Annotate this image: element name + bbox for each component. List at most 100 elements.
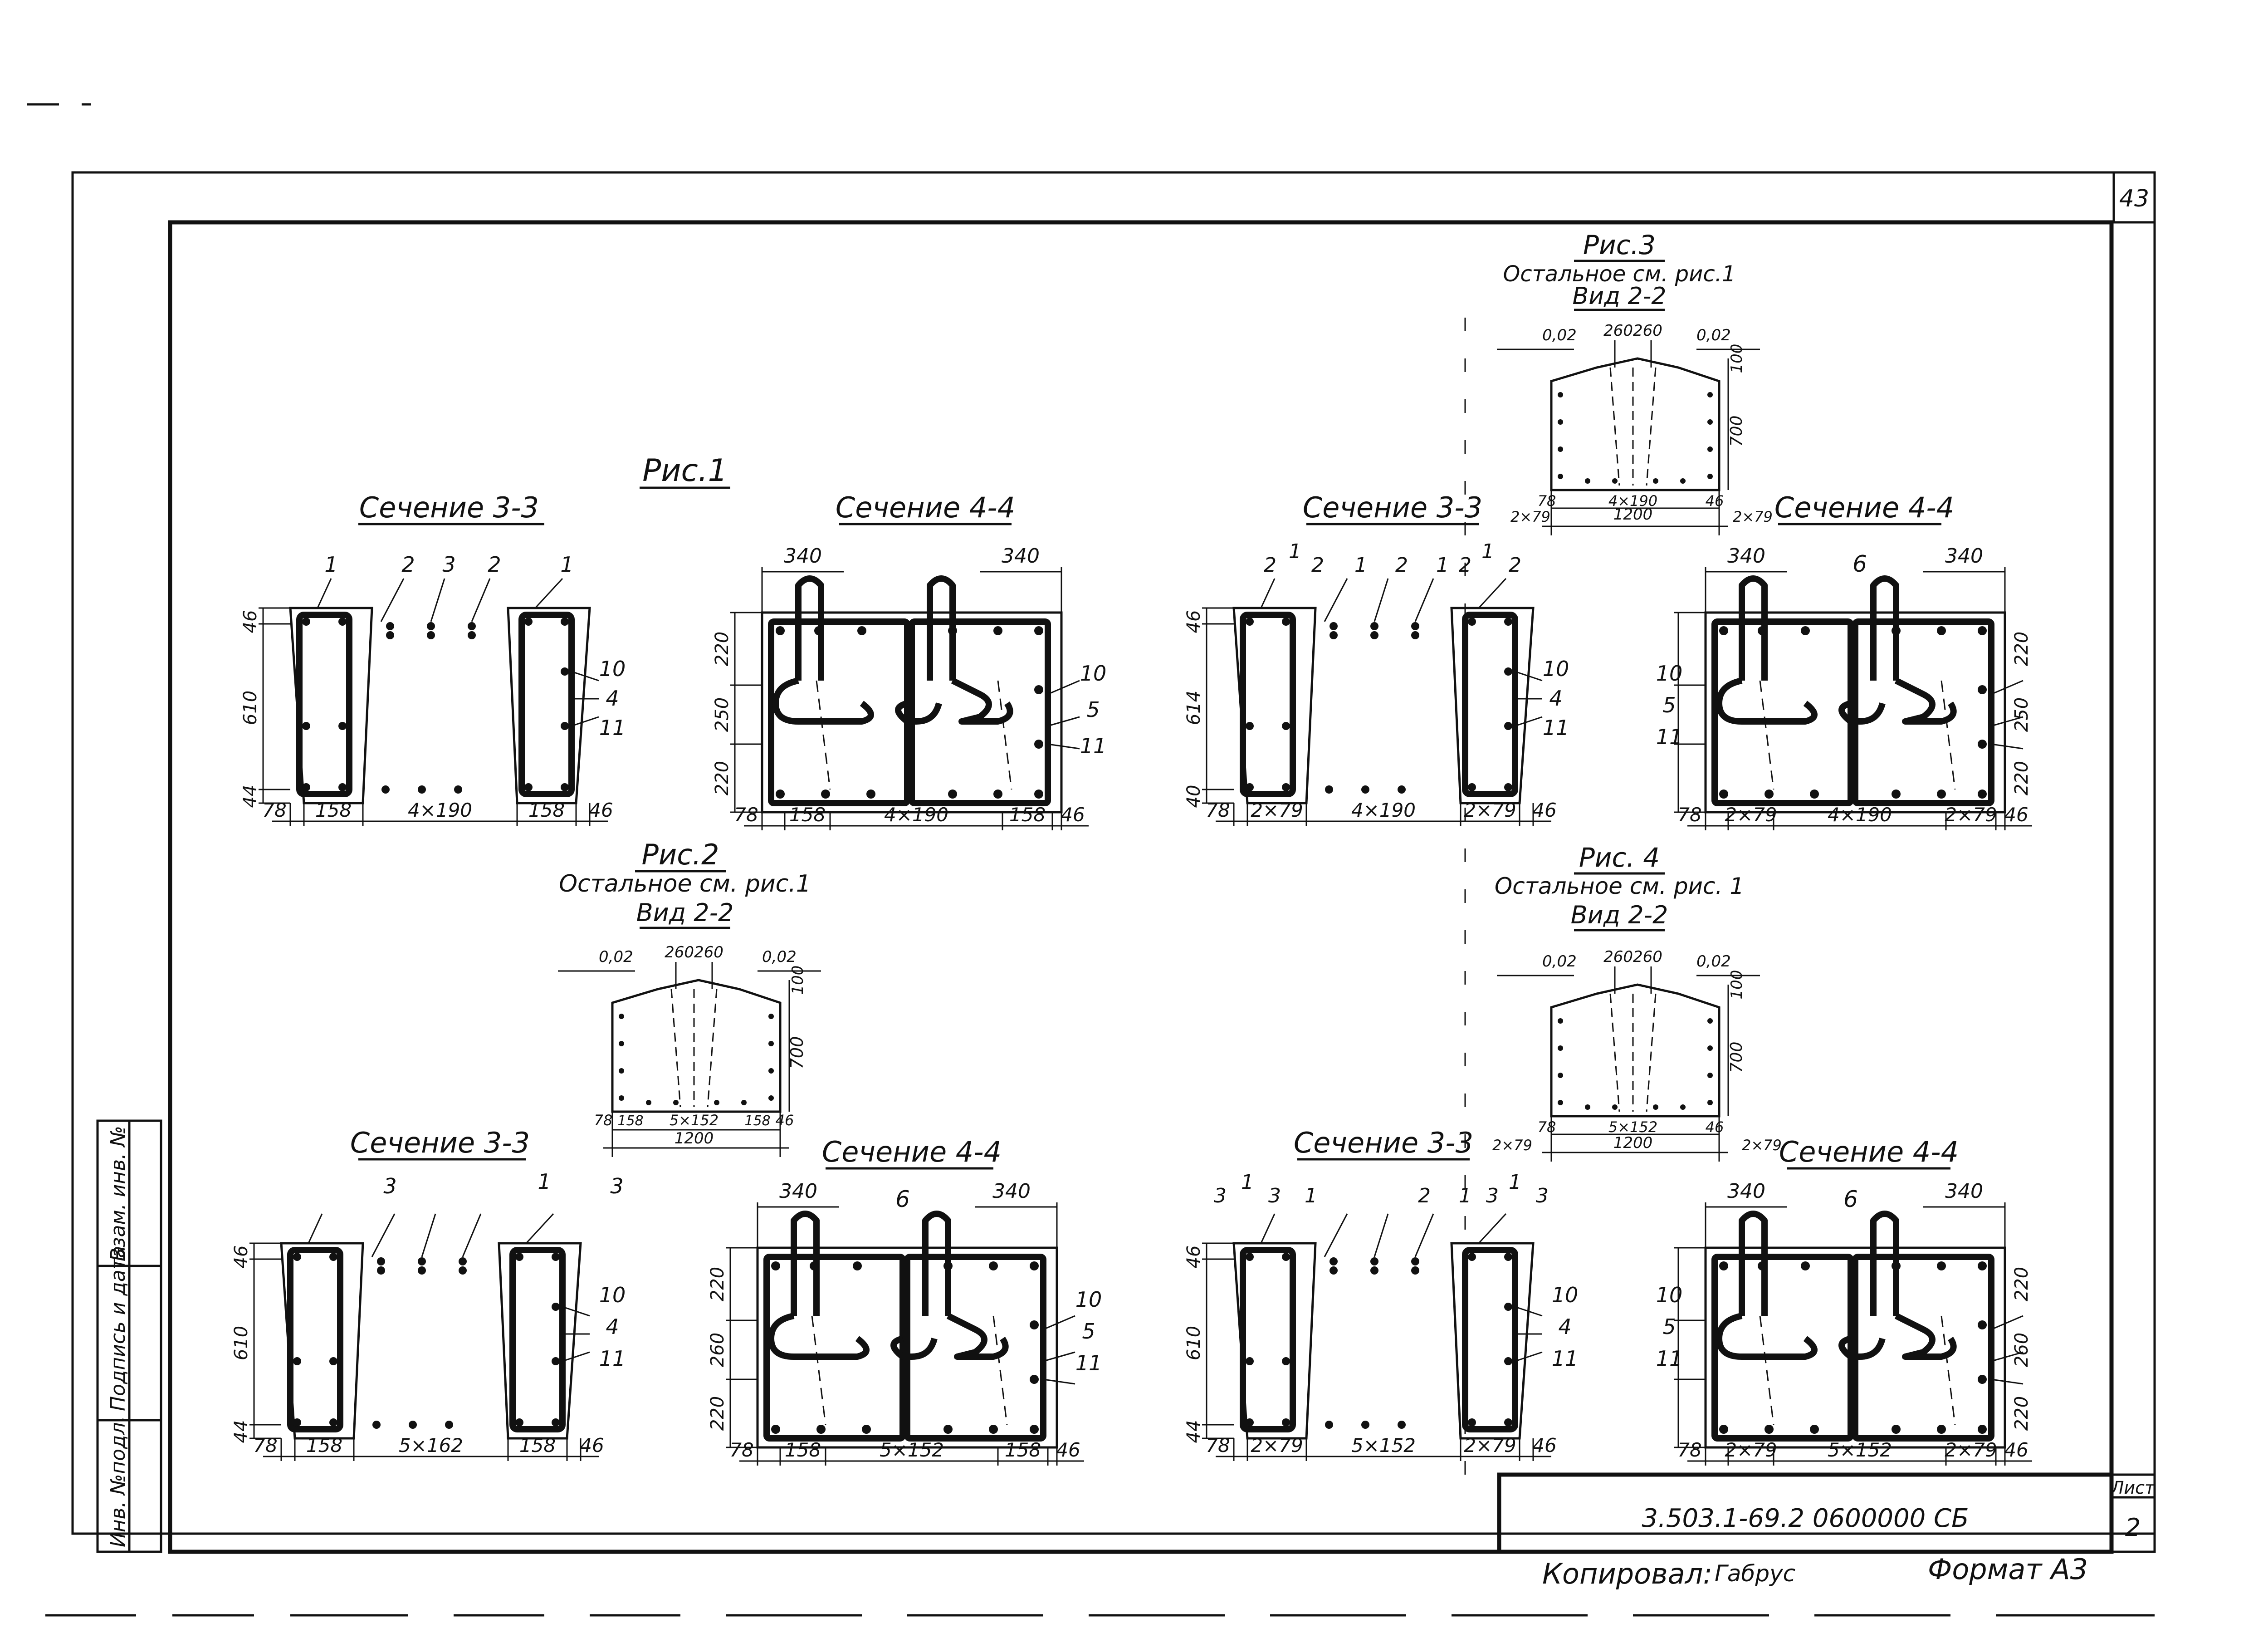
fig4-s33-v0: 46 [1183,1246,1204,1269]
fig1-s44-v1: 250 [712,697,733,732]
fig3-s33-h3: 2×79 [1464,799,1516,821]
fig2-d-total: 1200 [675,1129,714,1148]
fig3: Рис.3 Остальное см. рис.1 Вид 2-2 0,02 2… [1183,230,2032,830]
fig3-s44-h1: 2×79 [1725,804,1777,826]
fig3-s33-lbl-8: 2 [1509,554,1521,577]
fig1-s33-lbl-0: 1 [324,552,337,577]
fig3-d-h: 700 [1727,416,1746,447]
fig4-title: Рис. 4 [1579,842,1660,873]
fig4-s44-top-0: 340 [1727,1180,1765,1203]
fig2-d-slope-l: 0,02 [599,948,633,966]
fig4-subtitle: Остальное см. рис. 1 [1495,873,1744,899]
fig1-s33-side-1: 4 [606,686,619,711]
fig3-s44-side-1: 5 [1662,693,1676,717]
fig4-s33-h3: 2×79 [1464,1434,1516,1456]
fig2-d-h: 700 [787,1036,807,1069]
fig3-d-b1: 78 [1538,492,1556,510]
fig3-subtitle: Остальное см. рис.1 [1503,261,1735,287]
fig3-d-br: 2×79 [1733,508,1773,525]
fig3-s44-title: Сечение 4-4 [1774,491,1954,524]
fig4-s33-title: Сечение 3-3 [1294,1126,1473,1159]
fig2-s33-side-2: 11 [599,1346,626,1371]
fig4-s33-lbl-3: 1 [1305,1184,1317,1207]
fig3-d-b3: 46 [1706,492,1724,510]
fig1: Рис.1 Сечение 3-3 1 2 3 2 1 10 4 11 46 6… [240,453,1106,830]
fig2-s33-h1: 158 [306,1434,342,1456]
fig4-s44-h3: 2×79 [1945,1439,1997,1461]
fig4-s44-side-1: 5 [1662,1314,1676,1339]
fig4-view: Вид 2-2 [1571,901,1668,929]
fig1-s33-h3: 158 [528,799,565,821]
fig3-d-bl: 2×79 [1510,508,1550,525]
fig4-d-slope-l: 0,02 [1542,952,1577,971]
fig1-s33-h0: 78 [262,799,286,821]
stamp-podpis: Подпись и дата [107,1246,130,1411]
fig4-d-t: 260260 [1603,948,1662,966]
fig1-section-4-4: Сечение 4-4 340 340 220 250 220 10 5 11 … [712,491,1106,830]
fig1-s33-side-2: 11 [599,716,626,740]
fig3-view: Вид 2-2 [1573,283,1667,310]
fig2-s33-h4: 46 [580,1434,604,1456]
fig4-s44-h2: 5×152 [1828,1439,1892,1461]
fig3-section-4-4: Сечение 4-4 340 340 6 220 250 220 10 5 1… [1656,491,2032,830]
fig3-s33-v0: 46 [1183,610,1204,633]
fig3-s33-title: Сечение 3-3 [1303,491,1482,524]
fig4-s33-lbl-8: 3 [1536,1184,1549,1207]
fig2-section-4-4: Сечение 4-4 340 340 6 220 260 220 10 5 1… [707,1135,1102,1466]
outer-frame [71,171,2156,1535]
fig2-s44-h0: 78 [729,1439,753,1461]
fig3-s44-v0: 220 [2011,632,2032,666]
fig4-s33-h4: 46 [1532,1434,1556,1456]
fig3-s33-lbl-3: 1 [1354,554,1367,577]
fig1-s44-h4: 46 [1061,804,1085,826]
fig4-section-3-3: Сечение 3-3 3 1 3 1 2 1 3 1 3 10 4 11 46… [1183,1126,1578,1461]
stamp-vzam: Взам. инв. № [107,1126,130,1261]
fig2-d-htop: 100 [789,966,807,995]
fig4-s33-lbl-2: 3 [1268,1184,1281,1207]
fig3-s33-lbl-2: 2 [1311,554,1324,577]
fig4-s44-side-0: 10 [1656,1283,1683,1307]
fig2-s44-v2: 220 [707,1396,728,1431]
fig1-s44-v2: 220 [712,761,733,795]
fig4-d-br: 2×79 [1742,1137,1782,1154]
fig3-s33-lbl-0: 2 [1264,554,1276,577]
fig3-s33-h4: 46 [1532,799,1556,821]
fig1-s44-h2: 4×190 [884,804,948,826]
fig4-section-4-4: Сечение 4-4 340 340 6 220 260 220 10 5 1… [1656,1135,2032,1466]
fig2-subtitle: Остальное см. рис.1 [559,870,811,897]
fig2-s33-lbl-0: 3 [383,1174,396,1198]
fig2-s33-title: Сечение 3-3 [350,1126,530,1159]
fig2-s33-h3: 158 [519,1434,556,1456]
fig3-s33-side-0: 10 [1543,657,1569,681]
fig2-s33-side-1: 4 [606,1314,619,1339]
fig4-d-bl: 2×79 [1492,1137,1532,1154]
fig1-s44-h3: 158 [1009,804,1046,826]
fig4-s33-v2: 44 [1183,1420,1204,1443]
list-label: Лист [2110,1478,2156,1498]
fig3-s33-side-1: 4 [1549,686,1562,711]
fig3-d-total: 1200 [1613,505,1653,524]
fig4-s44-v2: 220 [2011,1396,2032,1431]
fig2-s33-v2: 44 [231,1420,252,1443]
fig1-s33-lbl-1: 2 [401,552,415,577]
fig2-s44-mid: 6 [895,1186,910,1212]
fig3-s44-mid: 6 [1853,551,1867,577]
fig1-s44-side-0: 10 [1080,661,1107,686]
fig2-s33-h2: 5×162 [399,1434,463,1456]
fig2-s44-top-1: 340 [992,1180,1031,1203]
fig2-s44-side-1: 5 [1082,1319,1095,1344]
fig4-d-b1: 78 [1538,1118,1556,1136]
copied-signature: Габрус [1715,1560,1795,1587]
fig2-d-b5: 46 [776,1112,794,1129]
fig1-s44-side-1: 5 [1086,697,1100,722]
fig3-s44-h2: 4×190 [1828,804,1892,826]
fig2-d-b1: 78 [594,1112,613,1129]
fig4-d-b2: 5×152 [1608,1118,1657,1136]
fig1-s33-lbl-2: 3 [442,552,455,577]
fig3-s33-v1: 614 [1183,691,1204,725]
fig2-s44-h3: 158 [1005,1439,1041,1461]
fig4-s33-lbl-4: 2 [1418,1184,1431,1207]
format-label: Формат А3 [1928,1553,2088,1586]
copied-label: Копировал: [1542,1557,1712,1590]
